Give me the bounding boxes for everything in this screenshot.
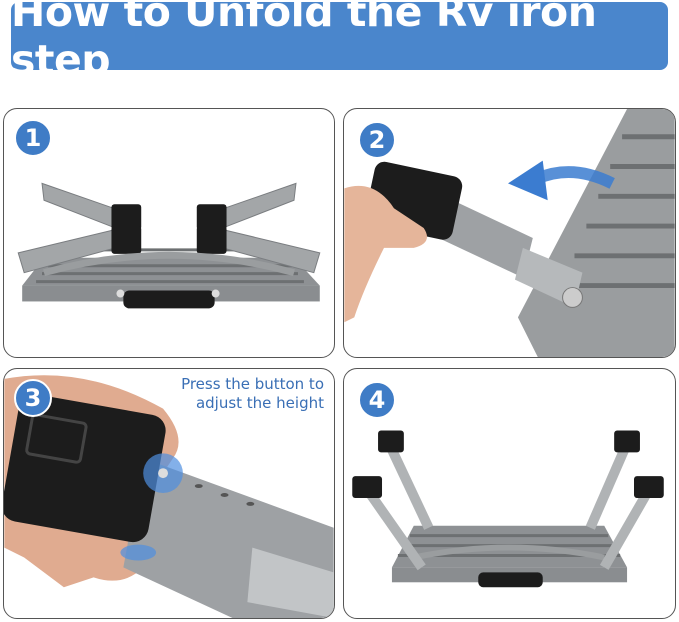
folded-step-image (17, 182, 321, 309)
step-panel-3: 3 Press the button to adjust the height (3, 368, 335, 619)
step-panel-4: 4 (343, 368, 676, 619)
title-banner: How to Unfold the Rv iron step (11, 0, 668, 84)
page-title: How to Unfold the Rv iron step (11, 0, 597, 84)
step-panel-2: 2 (343, 108, 676, 358)
step-panel-1: 1 (3, 108, 335, 358)
step-number-badge: 2 (358, 121, 396, 159)
instruction-caption: Press the button to adjust the height (181, 375, 324, 412)
step-number-badge: 4 (358, 381, 396, 419)
unfolded-step-image (352, 430, 664, 588)
adjust-height-image (4, 375, 334, 618)
step-number-badge: 3 (14, 379, 52, 417)
unfold-leg-image (344, 109, 675, 357)
step-number-badge: 1 (14, 119, 52, 157)
